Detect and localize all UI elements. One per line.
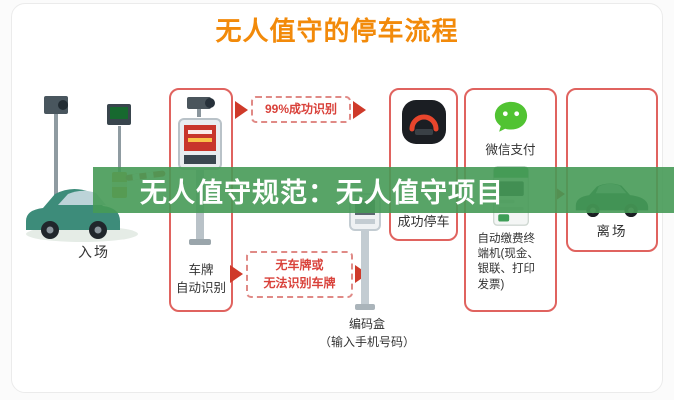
no-plate-box: 无车牌或 无法识别车牌 [246,251,353,298]
entry-label: 入场 [78,244,110,260]
wechat-icon [494,101,527,132]
parked-panel: 成功停车 [389,88,458,241]
flow-arrow-3 [230,265,243,283]
diagram-title: 无人值守的停车流程 [215,16,459,46]
recognition-screen-icon [178,118,222,170]
wechat-pay-label: 微信支付 [485,143,536,157]
entry-scene-illustration [26,96,166,242]
plate-camera-icon [178,97,222,245]
exit-label: 离场 [596,224,628,239]
success-rate-box: 99%成功识别 [251,96,351,123]
terminal-label: 自动缴费终端机(现金、银联、打印发票) [477,233,539,291]
parked-label: 成功停车 [397,214,450,229]
camera-icon [187,97,215,117]
coding-box-label: 编码盒 （输入手机号码） [318,317,415,349]
car-rear-icon [401,100,446,144]
flow-arrow-1 [235,101,248,119]
pole-base [189,239,211,245]
flow-arrow-2 [353,101,366,119]
watermark-text: 无人值守规范：无人值守项目 [140,177,504,208]
led-display-icon [107,104,131,176]
watermark-banner: 无人值守规范：无人值守项目 [93,167,674,213]
plate-recognition-label: 车牌 自动识别 [175,262,226,295]
camera-pole-icon [44,96,68,226]
